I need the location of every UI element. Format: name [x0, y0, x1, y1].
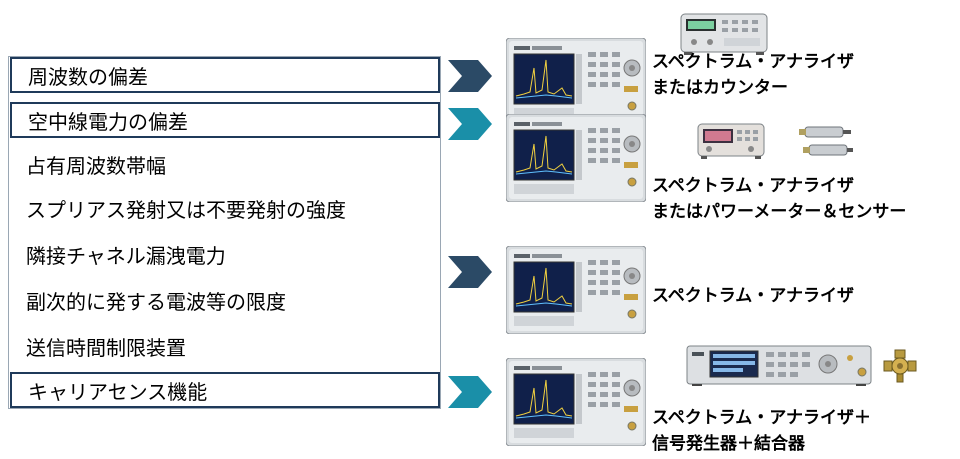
list-item-adjacent-channel-leakage: 隣接チャネル漏洩電力	[26, 244, 226, 268]
label-or-power-meter-sensor: またはパワーメーター＆センサー	[652, 202, 907, 222]
frequency-counter-image	[680, 13, 768, 55]
spectrum-analyzer-image	[506, 246, 646, 334]
list-item-transmit-time-limiter: 送信時間制限装置	[26, 336, 186, 360]
list-item-spurious-emission: スプリアス発射又は不要発射の強度	[26, 198, 346, 222]
label-spectrum-analyzer-plus: スペクトラム・アナライザ＋	[652, 408, 871, 428]
list-item-frequency-deviation: 周波数の偏差	[10, 57, 440, 93]
arrow-icon	[448, 376, 492, 408]
list-item-carrier-sense: キャリアセンス機能	[10, 372, 440, 408]
spectrum-analyzer-image	[506, 38, 646, 126]
arrow-icon	[448, 256, 492, 288]
coupler-image	[883, 349, 917, 383]
power-meter-image	[697, 123, 765, 159]
arrow-icon	[448, 60, 492, 92]
label-or-counter: またはカウンター	[652, 78, 788, 98]
spectrum-analyzer-image	[506, 114, 646, 202]
label-spectrum-analyzer: スペクトラム・アナライザ	[652, 286, 854, 306]
label-spectrum-analyzer: スペクトラム・アナライザ	[652, 52, 854, 72]
signal-generator-image	[686, 345, 872, 386]
measurement-list-frame	[8, 56, 441, 409]
spectrum-analyzer-image	[506, 358, 646, 446]
list-item-occupied-bandwidth: 占有周波数帯幅	[26, 154, 166, 178]
label-spectrum-analyzer: スペクトラム・アナライザ	[652, 176, 854, 196]
list-item-secondary-emission-limit: 副次的に発する電波等の限度	[26, 290, 286, 314]
label-signal-generator-coupler: 信号発生器＋結合器	[652, 434, 805, 454]
arrow-icon	[448, 108, 492, 140]
list-item-antenna-power-deviation: 空中線電力の偏差	[10, 102, 440, 138]
power-sensor-image	[799, 126, 853, 156]
